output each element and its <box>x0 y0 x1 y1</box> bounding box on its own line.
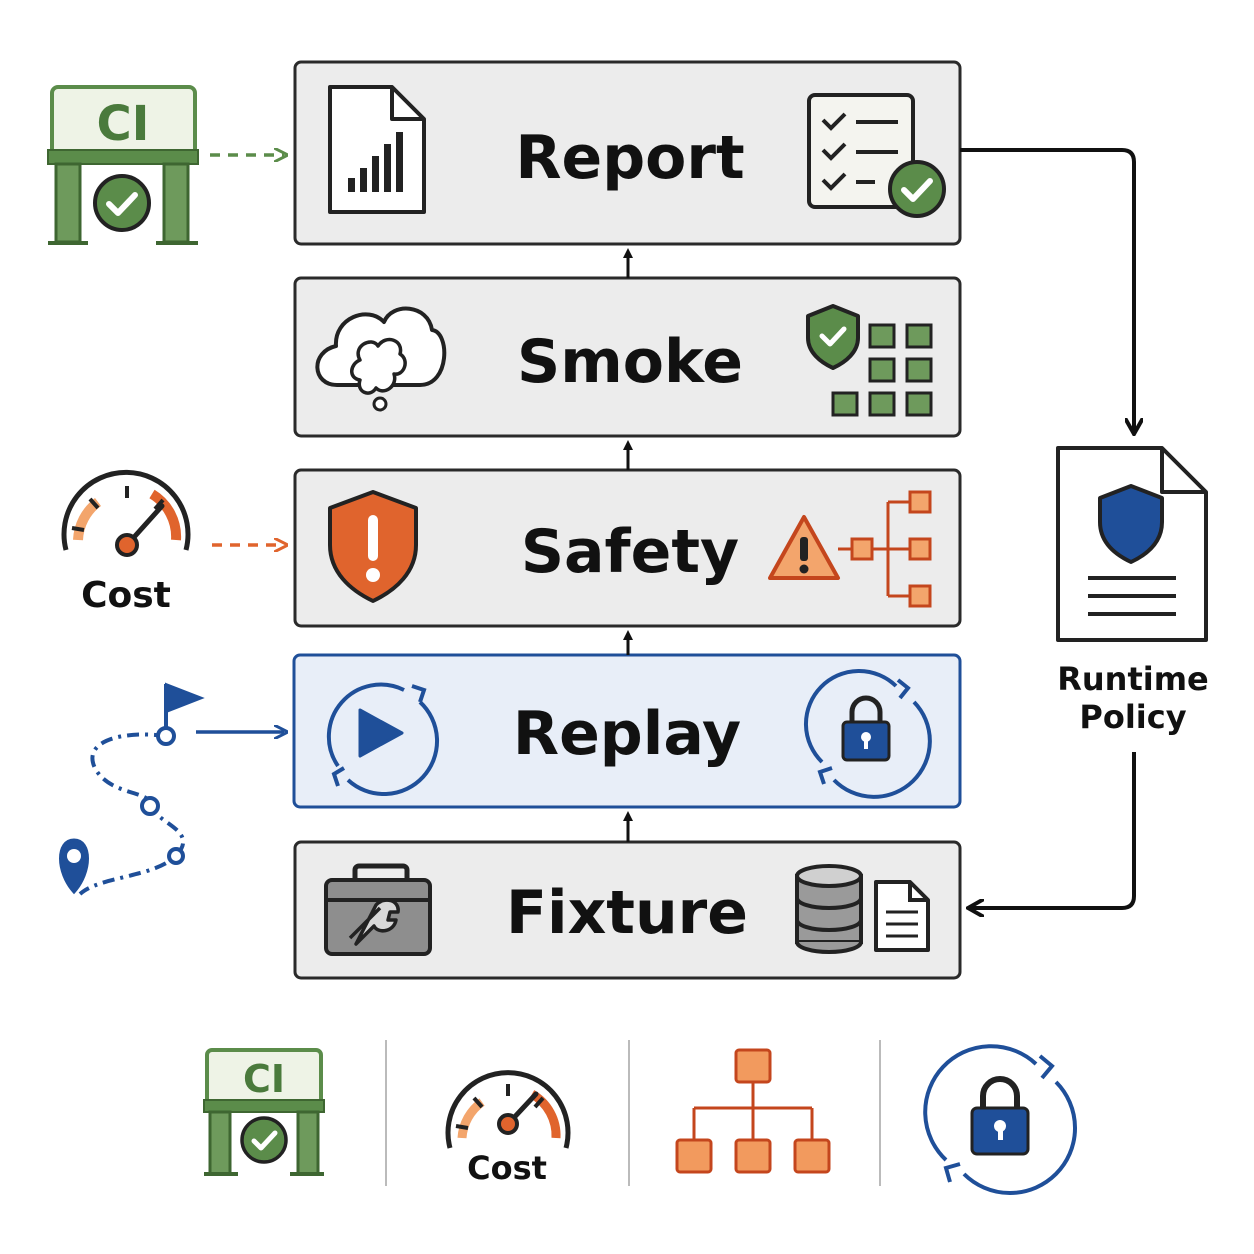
stage-smoke: Smoke <box>293 276 962 438</box>
legend-hierarchy-icon <box>675 1048 831 1174</box>
legend-ci-gate-icon: CI <box>203 1048 325 1176</box>
replay-play-icon <box>326 682 440 797</box>
legend-ci-label: CI <box>243 1057 285 1101</box>
stage-label-fixture: Fixture <box>506 878 748 948</box>
stage-label-report: Report <box>515 123 744 193</box>
legend-sync-lock-icon <box>923 1044 1078 1196</box>
stage-label-smoke: Smoke <box>517 327 743 397</box>
alert-tree-icon <box>768 490 932 608</box>
checklist-check-icon <box>807 93 946 218</box>
route-path-icon <box>59 682 205 896</box>
legend-cost-label: Cost <box>467 1149 547 1187</box>
toolbox-wrench-icon <box>324 863 432 956</box>
policy-label-line2: Policy <box>1079 698 1186 736</box>
legend: CI Cost <box>203 1040 1078 1196</box>
shield-grid-icon <box>806 304 933 417</box>
cost-label: Cost <box>81 575 171 616</box>
cost-gauge-icon: Cost <box>61 469 191 616</box>
database-document-icon <box>795 864 930 954</box>
stage-safety: Safety <box>293 468 962 628</box>
stage-label-safety: Safety <box>521 517 739 587</box>
bar-chart-document-icon <box>328 85 426 214</box>
stage-label-replay: Replay <box>513 699 741 769</box>
policy-label-line1: Runtime <box>1057 660 1209 698</box>
legend-cost-gauge-icon: Cost <box>445 1070 571 1187</box>
ci-label: CI <box>96 96 149 152</box>
stage-replay: Replay <box>292 653 962 809</box>
stage-report: Report <box>293 60 962 246</box>
report-to-policy-connector <box>960 148 1134 430</box>
stage-fixture: Fixture <box>293 840 962 980</box>
warning-shield-icon <box>328 490 418 603</box>
smoke-cloud-icon <box>315 306 447 412</box>
policy-document-shield-icon <box>1056 446 1208 642</box>
ci-gate-icon: CI <box>47 85 199 245</box>
policy-to-fixture-connector <box>972 752 1136 908</box>
sync-lock-icon <box>803 668 932 799</box>
